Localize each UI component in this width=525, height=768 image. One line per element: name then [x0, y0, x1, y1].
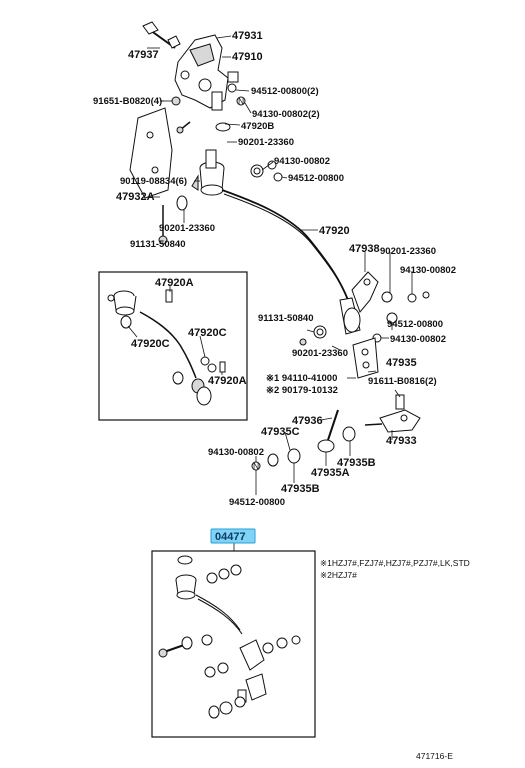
- callout-47938: 47938: [349, 243, 380, 255]
- callout-90201-23360-c: 90201-23360: [380, 246, 436, 257]
- callout-90201-23360-b: 90201-23360: [159, 223, 215, 234]
- pushrod-47936: N: [251, 409, 356, 471]
- bolt-47937: [142, 21, 181, 49]
- callout-90201-23360-a: 90201-23360: [238, 137, 294, 148]
- inset-cable-parts: [107, 289, 226, 406]
- applicability-notes: ※1HZJ7#,FZJ7#,HZJ7#,PZJ7#,LK,STD ※2HZJ7#: [320, 558, 470, 580]
- callout-47920c-b: 47920C: [131, 338, 170, 350]
- callout-91131-50840-a: 91131-50840: [130, 239, 185, 250]
- callout-47920b: 47920B: [241, 121, 274, 132]
- callout-47933: 47933: [386, 435, 417, 447]
- callout-94512-00800-b: 94512-00800: [288, 173, 344, 184]
- svg-text:N: N: [253, 461, 259, 471]
- callout-47935b-b: 47935B: [281, 483, 320, 495]
- callout-94130-00802-2: 94130-00802(2): [252, 109, 320, 120]
- bracket-47935: [352, 337, 379, 379]
- kit-callout-label[interactable]: 04477: [215, 531, 246, 543]
- diagram-reference-number: 471716-E: [416, 751, 453, 761]
- callout-47920a-b: 47920A: [208, 375, 247, 387]
- kit-box-04477: [151, 550, 316, 738]
- callout-94512-00800-d: 94512-00800: [229, 497, 285, 508]
- callout-94130-00802-d: 94130-00802: [390, 334, 446, 345]
- callout-90179-10132: ※2 90179-10132: [266, 385, 338, 396]
- callout-47937: 47937: [128, 49, 159, 61]
- svg-text:N: N: [238, 96, 244, 106]
- callout-47920c-a: 47920C: [188, 327, 227, 339]
- inset-box-cable-detail: [98, 271, 248, 421]
- master-cylinder-assembly: [174, 34, 239, 111]
- callout-90201-23360-d: 90201-23360: [292, 348, 348, 359]
- callout-94130-00802-c: 94130-00802: [400, 265, 456, 276]
- callout-91131-50840-b: 91131-50840: [258, 313, 313, 324]
- callout-94512-00800-c: 94512-00800: [387, 319, 443, 330]
- kit-contents: [158, 555, 301, 719]
- kit-callout-highlight[interactable]: [210, 528, 256, 544]
- callout-47920: 47920: [319, 225, 350, 237]
- callout-47910: 47910: [232, 51, 263, 63]
- note-2: ※2HZJ7#: [320, 570, 357, 580]
- callout-91651-b0820: 91651-B0820(4): [93, 96, 162, 107]
- callout-47920a: 47920A: [155, 277, 194, 289]
- callout-47931: 47931: [232, 30, 263, 42]
- callout-47935c: 47935C: [261, 426, 300, 438]
- callout-94130-00802-b: 94130-00802: [274, 156, 330, 167]
- callout-94512-00800-2: 94512-00800(2): [251, 86, 319, 97]
- callout-90119-08834: 90119-08834(6): [120, 176, 187, 187]
- leader-lines: [127, 35, 413, 495]
- bracket-47932A: [129, 107, 173, 199]
- callout-91611-b0816: 91611-B0816(2): [368, 376, 437, 387]
- cable-upper-end: [191, 149, 225, 196]
- callout-labels: 47931 47937 47910 91651-B0820(4) 94512-0…: [93, 30, 456, 508]
- callout-47932a: 47932A: [116, 191, 155, 203]
- cable-47920: [221, 189, 351, 305]
- note-1: ※1HZJ7#,FZJ7#,HZJ7#,PZJ7#,LK,STD: [320, 558, 470, 568]
- washer-set-b: [158, 160, 283, 245]
- bracket-47933: [364, 394, 421, 433]
- callout-47936: 47936: [292, 415, 323, 427]
- callout-94130-00802-e: 94130-00802: [208, 447, 264, 458]
- lever-47938: [299, 271, 430, 346]
- kit-callout-04477[interactable]: 04477: [210, 528, 256, 544]
- callout-47935a: 47935A: [311, 467, 350, 479]
- callout-94110-41000: ※1 94110-41000: [266, 373, 337, 384]
- callout-47935: 47935: [386, 357, 417, 369]
- callout-47935b-a: 47935B: [337, 457, 376, 469]
- pin-and-clip-set-a: N: [215, 83, 246, 132]
